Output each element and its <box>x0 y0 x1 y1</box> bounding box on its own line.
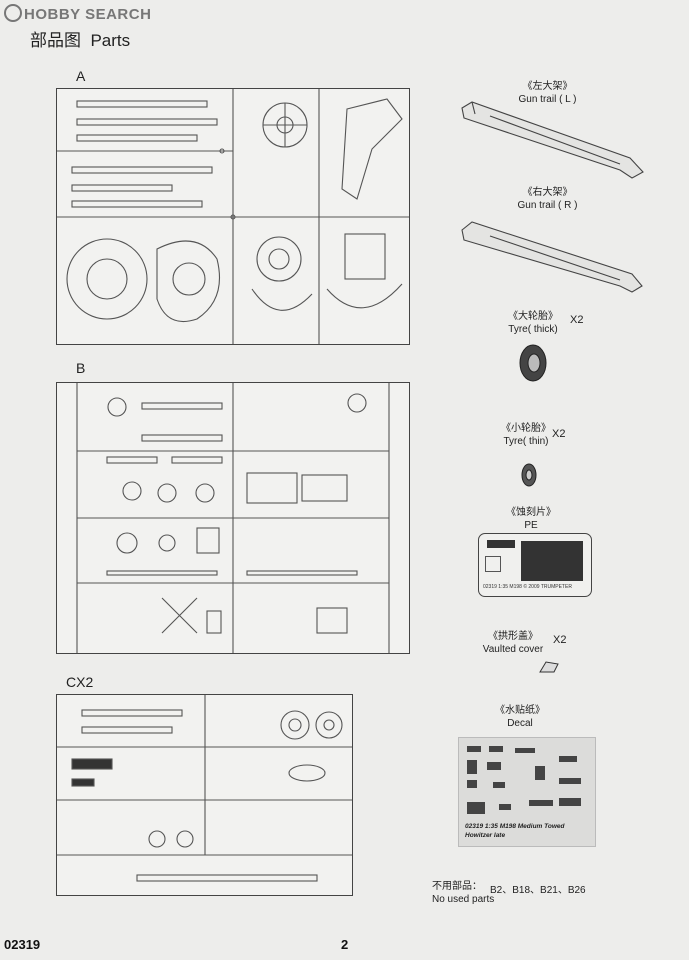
gun-trail-right-caption: 《右大架》 Gun trail ( R ) <box>500 186 595 212</box>
pe-fret-code: 02319 <box>483 584 497 590</box>
tyre-thin-drawing <box>519 462 539 488</box>
sprue-c-label: CX2 <box>66 674 94 690</box>
sprue-c-frame <box>56 694 353 896</box>
pe-part-bar <box>487 540 515 548</box>
pe-part-square <box>485 556 501 572</box>
sprue-b-drawing <box>76 383 390 653</box>
watermark-logo: HOBBY SEARCH <box>4 4 151 23</box>
vaulted-cover-en: Vaulted cover <box>482 644 544 655</box>
tyre-thick-cn: 《大轮胎》 <box>508 311 558 322</box>
decal-en: Decal <box>507 718 533 729</box>
page-title: 部品图 Parts <box>30 26 130 51</box>
tyre-thin-caption: 《小轮胎》 Tyre( thin) <box>496 422 556 448</box>
tyre-thick-drawing <box>517 343 549 383</box>
tyre-thin-qty: X2 <box>552 428 566 440</box>
gun-trail-left-cn: 《左大架》 <box>522 81 573 92</box>
vaulted-cover-caption: 《拱形盖》 Vaulted cover <box>476 630 550 656</box>
unused-parts-list: B2、B18、B21、B26 <box>490 885 586 896</box>
unused-parts-en: No used parts <box>432 894 495 905</box>
sprue-c-drawing <box>57 695 352 882</box>
page-title-en: Parts <box>90 31 131 50</box>
gun-trail-right-en: Gun trail ( R ) <box>517 200 578 211</box>
tyre-thin-cn: 《小轮胎》 <box>501 423 551 434</box>
gun-trail-left-en: Gun trail ( L ) <box>518 94 577 105</box>
vaulted-cover-drawing <box>538 660 560 674</box>
pe-en: PE <box>524 520 538 531</box>
gun-trail-left-drawing <box>460 100 645 180</box>
gun-trail-right-cn: 《右大架》 <box>522 187 573 198</box>
sprue-a-label: A <box>76 68 86 84</box>
sprue-b-label: B <box>76 360 86 376</box>
pe-fret-copyright: © 2009 TRUMPETER <box>523 584 572 590</box>
pe-caption: 《蚀刻片》 PE <box>496 506 566 532</box>
logo-circle-icon <box>4 4 22 22</box>
page-number: 2 <box>341 937 349 952</box>
gun-trail-right-drawing <box>460 220 645 295</box>
tyre-thin-en: Tyre( thin) <box>503 436 549 447</box>
pe-part-plate <box>521 541 583 581</box>
watermark-text: HOBBY SEARCH <box>24 6 152 23</box>
tyre-thick-en: Tyre( thick) <box>508 324 558 335</box>
sprue-b-frame <box>56 382 410 654</box>
pe-fret: 02319 1:35 M198 © 2009 TRUMPETER <box>478 533 592 597</box>
tyre-thick-qty: X2 <box>570 314 584 326</box>
unused-parts-cn: 不用部品： <box>432 881 482 892</box>
tyre-thick-caption: 《大轮胎》 Tyre( thick) <box>498 310 568 336</box>
sprue-a-frame <box>56 88 410 345</box>
vaulted-cover-qty: X2 <box>553 634 567 646</box>
decal-sheet: 02319 1:35 M198 Medium Towed Howitzer la… <box>458 737 596 847</box>
decal-markings <box>467 746 581 814</box>
page-code: 02319 <box>4 937 41 952</box>
pe-fret-markings: 02319 1:35 M198 © 2009 TRUMPETER <box>483 584 572 590</box>
decal-caption: 《水贴纸》 Decal <box>490 704 550 730</box>
gun-trail-left-caption: 《左大架》 Gun trail ( L ) <box>500 80 595 106</box>
vaulted-cover-cn: 《拱形盖》 <box>488 631 538 642</box>
decal-cn: 《水贴纸》 <box>495 705 545 716</box>
pe-cn: 《蚀刻片》 <box>506 507 556 518</box>
pe-fret-scale: 1:35 M198 <box>498 584 522 590</box>
decal-sheet-caption: 02319 1:35 M198 Medium Towed Howitzer la… <box>465 823 565 839</box>
page-title-cn: 部品图 <box>30 31 81 50</box>
unused-parts-label: 不用部品： No used parts <box>432 880 494 906</box>
sprue-a-drawing <box>57 89 409 344</box>
